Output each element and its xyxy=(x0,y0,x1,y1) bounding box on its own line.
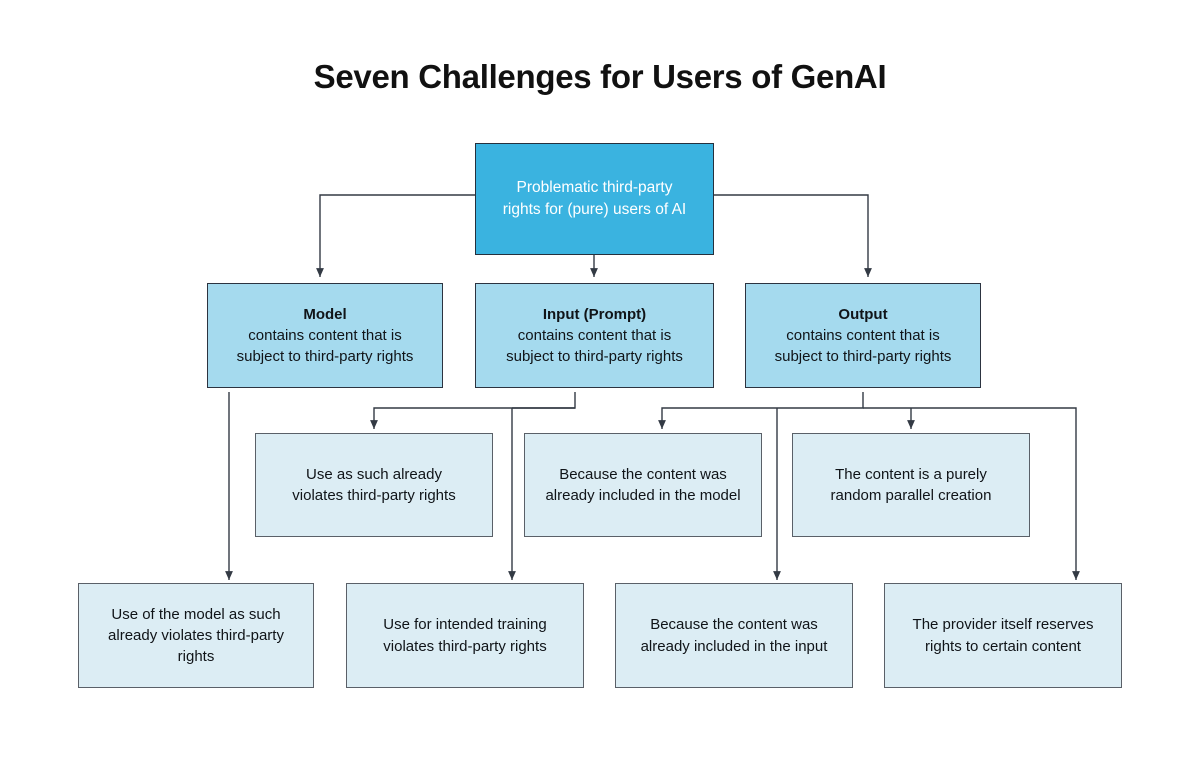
node-output[interactable]: Output contains content that is subject … xyxy=(745,283,981,388)
node-use-as-such-line-1: Use as such already xyxy=(306,465,442,483)
node-output-title: Output xyxy=(838,305,888,323)
node-model[interactable]: Model contains content that is subject t… xyxy=(207,283,443,388)
node-root-line-1: Problematic third-party xyxy=(516,179,673,196)
node-included-model-line-1: Because the content was xyxy=(559,465,727,483)
node-root[interactable]: Problematic third-party rights for (pure… xyxy=(475,143,714,255)
node-intended-training[interactable]: Use for intended training violates third… xyxy=(346,583,584,688)
node-use-of-model[interactable]: Use of the model as such already violate… xyxy=(78,583,314,688)
node-provider-reserves-line-1: The provider itself reserves xyxy=(912,616,1094,634)
node-included-model-line-2: already included in the model xyxy=(545,487,741,504)
node-root-line-2: rights for (pure) users of AI xyxy=(502,201,687,218)
node-model-line-3: subject to third-party rights xyxy=(236,348,414,366)
page-title: Seven Challenges for Users of GenAI xyxy=(313,58,887,95)
edge-root-output xyxy=(714,194,872,277)
edge-input-bus xyxy=(370,392,576,429)
node-intended-training-line-2: violates third-party rights xyxy=(383,637,547,655)
node-provider-reserves[interactable]: The provider itself reserves rights to c… xyxy=(884,583,1122,688)
node-input-line-3: subject to third-party rights xyxy=(506,348,683,366)
node-output-line-3: subject to third-party rights xyxy=(774,348,952,366)
node-use-as-such-line-2: violates third-party rights xyxy=(292,487,456,504)
node-included-model[interactable]: Because the content was already included… xyxy=(524,433,762,537)
edge-output-bus-left xyxy=(658,392,864,429)
node-included-input-line-2: already included in the input xyxy=(640,637,828,655)
node-use-as-such[interactable]: Use as such already violates third-party… xyxy=(255,433,493,537)
node-random-parallel[interactable]: The content is a purely random parallel … xyxy=(792,433,1030,537)
node-input-line-2: contains content that is xyxy=(517,326,672,344)
node-use-of-model-line-2: already violates third-party xyxy=(108,626,284,644)
node-included-input[interactable]: Because the content was already included… xyxy=(615,583,853,688)
edge-root-model xyxy=(316,194,475,277)
node-included-input-line-1: Because the content was xyxy=(650,616,818,634)
node-provider-reserves-line-2: rights to certain content xyxy=(925,637,1081,655)
node-output-line-2: contains content that is xyxy=(786,326,940,344)
node-model-title: Model xyxy=(303,305,347,323)
node-input[interactable]: Input (Prompt) contains content that is … xyxy=(475,283,714,388)
node-model-line-2: contains content that is xyxy=(248,326,402,344)
node-intended-training-line-1: Use for intended training xyxy=(383,616,547,634)
node-random-parallel-line-1: The content is a purely xyxy=(835,465,987,483)
node-use-of-model-line-1: Use of the model as such xyxy=(111,605,281,623)
node-input-title: Input (Prompt) xyxy=(542,305,647,323)
node-use-of-model-line-3: rights xyxy=(177,648,215,666)
node-random-parallel-line-2: random parallel creation xyxy=(830,487,992,504)
